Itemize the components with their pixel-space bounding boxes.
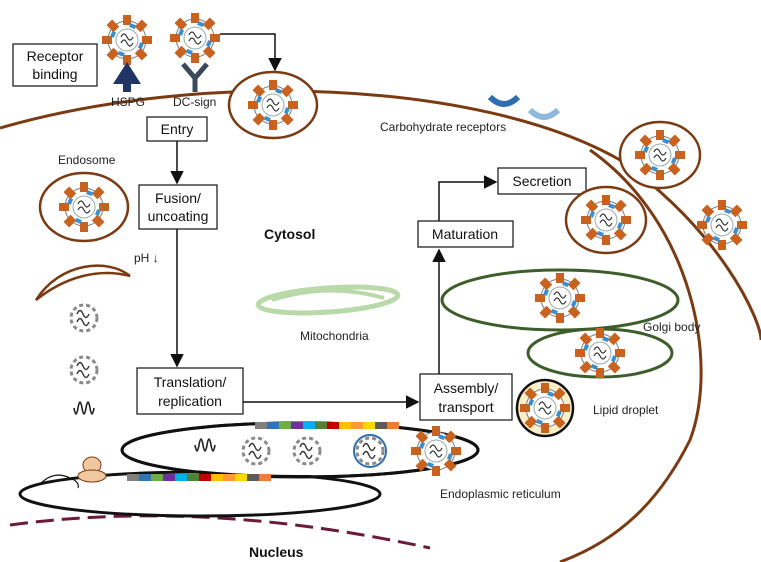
polyprotein-segment [363,422,375,429]
translation-line1: Translation/ [154,374,227,390]
dc-sign-label: DC-sign [173,95,216,109]
assembly-line2: transport [438,399,493,415]
dc-sign-receptor-icon [181,62,209,92]
polyprotein-segment [339,422,351,429]
lipid-droplet-label: Lipid droplet [593,403,659,417]
cytosol-label: Cytosol [264,226,315,242]
translation-line2: replication [158,393,222,409]
ribosome-icon [39,456,107,489]
polyprotein-segment [211,474,223,481]
hspg-label: HSPG [111,95,145,109]
secretion-label: Secretion [512,173,571,189]
translation-replication-box [136,367,244,415]
immature-virion-icon [353,434,387,468]
receptor-binding-line2: binding [32,66,77,82]
nucleus-label: Nucleus [249,544,304,560]
polyprotein-segment [127,474,139,481]
virion-icon [101,14,153,66]
rna-genome-icon [73,401,95,415]
polyprotein-segment [247,474,259,481]
polyprotein-segment [255,422,267,429]
er-label: Endoplasmic reticulum [440,487,561,501]
hspg-receptor-icon [113,62,141,92]
polyprotein-segment [267,422,279,429]
mitochondria-icon [255,284,401,316]
virion-icon [574,327,626,379]
polyprotein-bar-lower [127,474,271,481]
fusion-uncoating-box [138,184,218,230]
virion-icon [410,425,462,477]
polyprotein-segment [163,474,175,481]
polyprotein-segment [303,422,315,429]
polyprotein-bar-upper [255,422,399,429]
polyprotein-segment [291,422,303,429]
polyprotein-segment [151,474,163,481]
assembly-line1: Assembly/ [434,380,499,396]
polyprotein-segment [223,474,235,481]
polyprotein-segment [175,474,187,481]
polyprotein-segment [351,422,363,429]
mitochondria-label: Mitochondria [300,329,369,343]
maturation-box [417,220,514,248]
carbohydrate-receptor-icon [487,94,521,107]
receptor-binding-box [12,43,98,87]
assembly-transport-box [419,373,513,421]
fusion-line2: uncoating [148,208,209,224]
ph-label: pH ↓ [134,251,159,265]
carbohydrate-receptors-label: Carbohydrate receptors [380,120,506,134]
fusion-line1: Fusion/ [155,190,201,206]
capsid-icon [69,355,99,385]
polyprotein-segment [139,474,151,481]
virion-icon [519,382,571,434]
polyprotein-segment [199,474,211,481]
nuclear-envelope [9,514,431,550]
virion-icon [169,12,221,64]
maturation-label: Maturation [432,226,498,242]
polyprotein-segment [327,422,339,429]
polyprotein-segment [315,422,327,429]
polyprotein-segment [187,474,199,481]
capsid-icon [69,303,99,333]
carbohydrate-receptor-icon [527,107,561,120]
entry-label: Entry [161,121,194,137]
polyprotein-segment [259,474,271,481]
released-virion-icon [696,199,748,251]
polyprotein-segment [279,422,291,429]
polyprotein-segment [387,422,399,429]
secretion-box [497,167,587,195]
receptor-binding-line1: Receptor [27,48,84,64]
plasma-membrane [0,89,761,341]
cell-boundary-right [559,148,703,562]
fused-endosome [34,264,131,301]
endosome-label: Endosome [58,153,116,167]
virion-icon [534,272,586,324]
polyprotein-segment [235,474,247,481]
golgi-label: Golgi body [643,320,700,334]
polyprotein-segment [375,422,387,429]
